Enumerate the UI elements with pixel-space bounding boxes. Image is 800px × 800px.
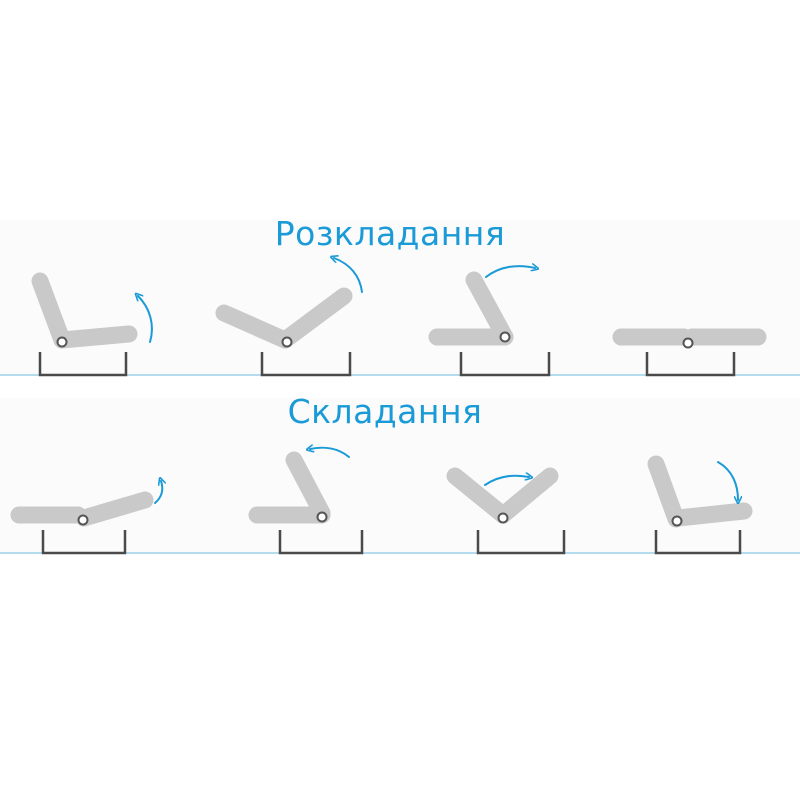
seat [215, 304, 294, 349]
rotate-arrow-icon [310, 448, 350, 458]
sofa-frame [278, 530, 364, 555]
backrest [276, 287, 353, 349]
sofa-frame [41, 530, 127, 555]
backrest [465, 271, 514, 346]
fold-step-4 [647, 455, 753, 555]
fold-step-1 [10, 481, 162, 555]
hinge [499, 331, 511, 343]
rotate-arrow-icon [484, 476, 529, 486]
sofa-frame [459, 352, 551, 377]
hinge [56, 336, 68, 348]
fold-step-2 [248, 448, 364, 555]
hinge [682, 337, 694, 349]
seat [669, 502, 753, 527]
sofa-frame [645, 352, 736, 377]
backrest [31, 272, 71, 349]
fold-title: Складання [287, 392, 483, 431]
fold-step-3 [446, 467, 566, 555]
rotate-arrow-icon [485, 266, 535, 278]
backrest [285, 451, 331, 522]
rotate-arrow-icon [717, 461, 738, 500]
sofa-frame [260, 352, 352, 377]
unfold-step-1 [31, 272, 153, 377]
unfold-band [0, 220, 800, 375]
sofa-frame [476, 530, 566, 555]
seat [446, 467, 512, 524]
unfold-step-2 [215, 258, 363, 377]
backrest [75, 491, 154, 527]
hinge [671, 515, 683, 527]
sofa-frame [654, 530, 742, 555]
backrest [494, 467, 559, 524]
unfold-step-3 [428, 266, 551, 377]
sofa-frame [38, 352, 128, 377]
rotate-arrow-icon [334, 258, 363, 293]
rotate-arrow-icon [154, 481, 162, 504]
rotate-arrow-icon [138, 296, 153, 343]
unfold-step-4 [612, 328, 767, 377]
backrest [647, 455, 685, 528]
unfold-title: Розкладання [274, 214, 506, 253]
hinge [281, 336, 293, 348]
hinge [316, 511, 328, 523]
seat [53, 325, 138, 349]
hinge [497, 512, 509, 524]
hinge [77, 514, 89, 526]
